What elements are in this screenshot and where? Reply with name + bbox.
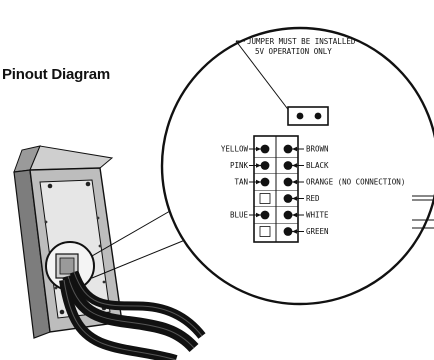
pin-dot-left xyxy=(260,210,270,220)
left-pin-labels: YELLOW PINK TAN BLUE xyxy=(221,145,261,220)
arrow-head xyxy=(292,146,297,152)
arrow-head xyxy=(292,179,297,185)
jumper-note-line2: 5V OPERATION ONLY xyxy=(255,47,332,56)
empty-pin-left xyxy=(259,193,271,204)
pin-label-right: BLACK xyxy=(306,161,329,170)
pin-dot-right xyxy=(283,161,293,170)
empty-pin-left xyxy=(259,226,271,237)
right-pin-labels: BROWN BLACK ORANGE (NO CONNECTION) RED WHITE… xyxy=(292,145,405,236)
pin-label-right: BROWN xyxy=(306,145,329,154)
pin-dot-left xyxy=(260,144,270,154)
pin-header xyxy=(253,135,299,243)
pin-label-left: YELLOW xyxy=(221,145,249,154)
arrow-head xyxy=(256,163,261,168)
pin-label-left: BLUE xyxy=(230,211,249,220)
jumper-note-line1: JUMPER MUST BE INSTALLED xyxy=(247,37,356,46)
arrow-head xyxy=(292,212,297,218)
device-connector xyxy=(45,241,95,291)
jumper-note: JUMPER MUST BE INSTALLED 5V OPERATION ON… xyxy=(235,37,356,113)
pin-dot-right xyxy=(283,210,293,220)
arrow-head xyxy=(292,163,297,168)
cutoff-lines xyxy=(412,195,434,229)
pin-label-left: TAN xyxy=(234,178,248,187)
jumper-block xyxy=(287,106,329,126)
pin-dot-right xyxy=(283,227,293,236)
arrow-head xyxy=(256,212,261,218)
diagram-title: Pinout Diagram xyxy=(2,66,110,83)
pin-label-left: PINK xyxy=(230,161,249,170)
arrow-head xyxy=(256,179,261,185)
pin-label-right: GREEN xyxy=(306,227,329,236)
pin-dot-right xyxy=(283,144,293,154)
pin-label-right: ORANGE (NO CONNECTION) xyxy=(306,178,405,187)
pin-label-right: WHITE xyxy=(306,211,329,220)
pin-label-right: RED xyxy=(306,194,320,203)
pin-dot-right xyxy=(283,177,293,187)
arrow-head xyxy=(256,146,261,152)
pin-dot-right xyxy=(283,194,293,203)
ribbon-cable xyxy=(59,270,206,360)
pin-dot-left xyxy=(260,161,270,170)
arrow-head xyxy=(292,229,297,234)
callout-line-lower xyxy=(91,237,191,279)
pin-dot-left xyxy=(260,177,270,187)
arrow-head xyxy=(292,196,297,201)
